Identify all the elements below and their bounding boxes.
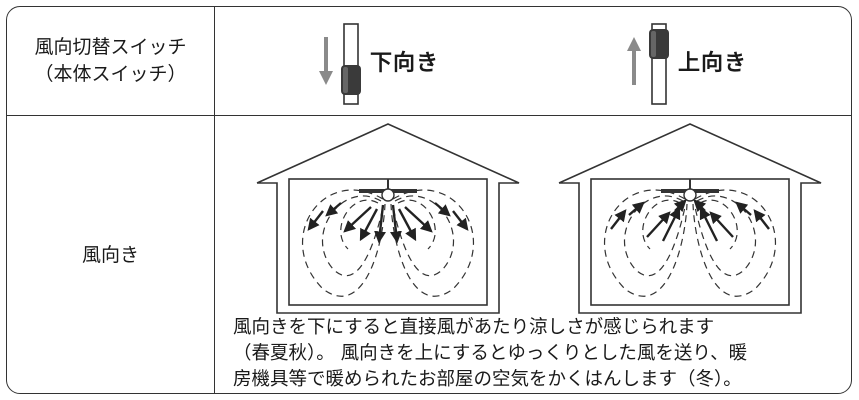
switch-up-icon: [649, 23, 669, 105]
description-line1: 風向きを下にすると直接風があたり涼しさが感じられます: [233, 317, 715, 338]
wind-direction-table: 風向切替スイッチ （本体スイッチ） 下向き 上向き 風向き: [6, 6, 852, 394]
option-up-label: 上向き: [678, 51, 748, 76]
option-down-label: 下向き: [370, 51, 440, 76]
switch-header-line1: 風向切替スイッチ: [34, 36, 187, 58]
house-airflow-up-diagram: [558, 123, 822, 314]
switch-header-line2: （本体スイッチ）: [34, 63, 187, 85]
house-airflow-down-diagram: [256, 123, 520, 314]
switch-down-icon: [341, 23, 361, 105]
description-line2: （春夏秋）。 風向きを上にするとゆっくりとした風を送り、暖: [233, 343, 748, 364]
switch-header-cell: 風向切替スイッチ （本体スイッチ）: [7, 7, 214, 115]
row-divider: [7, 115, 851, 117]
arrow-down-icon: [319, 37, 333, 85]
description-line3: 房機具等で暖められたお部屋の空気をかくはんします（冬）。: [233, 369, 742, 390]
description-text: 風向きを下にすると直接風があたり涼しさが感じられます （春夏秋）。 風向きを上に…: [233, 315, 851, 393]
arrow-up-icon: [627, 37, 641, 85]
column-divider: [214, 7, 216, 393]
wind-direction-label: 風向き: [81, 243, 139, 266]
